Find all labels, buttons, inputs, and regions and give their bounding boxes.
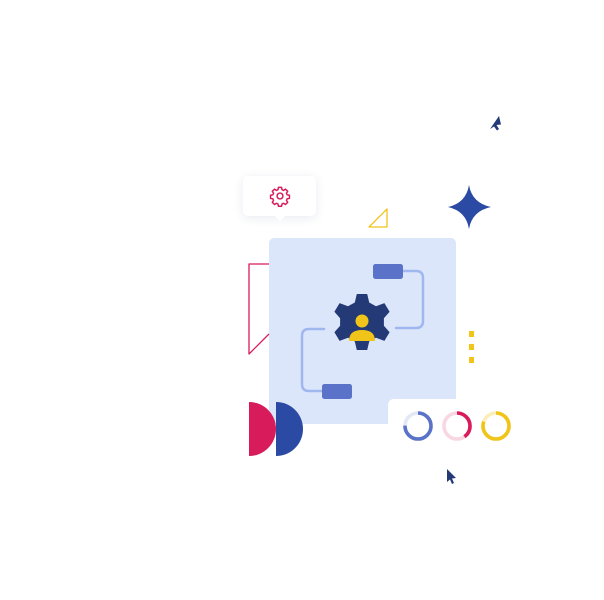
progress-ring: [403, 411, 433, 441]
pink-half-circle: [249, 402, 276, 456]
blue-half-circle: [276, 402, 303, 456]
pink-triangle-shape: [248, 263, 270, 355]
workflow-connectors: [300, 269, 425, 393]
gear-icon: [269, 186, 291, 207]
yellow-dashes: [469, 331, 474, 363]
workflow-node-top: [373, 264, 403, 279]
person-body: [349, 330, 375, 341]
settings-bubble: [243, 176, 316, 222]
workflow-node-bottom: [322, 384, 352, 399]
sparkle-star-icon: [448, 185, 491, 229]
progress-ring: [442, 411, 472, 441]
cursor-arrow-icon: [447, 469, 456, 484]
triangle-outline-shape: [368, 208, 388, 228]
progress-rings: [403, 411, 511, 441]
cursor-arrow-icon: [490, 116, 501, 131]
user-gear-icon: [334, 294, 390, 350]
progress-card: [388, 399, 524, 455]
progress-ring: [481, 411, 511, 441]
person-head: [355, 314, 369, 328]
